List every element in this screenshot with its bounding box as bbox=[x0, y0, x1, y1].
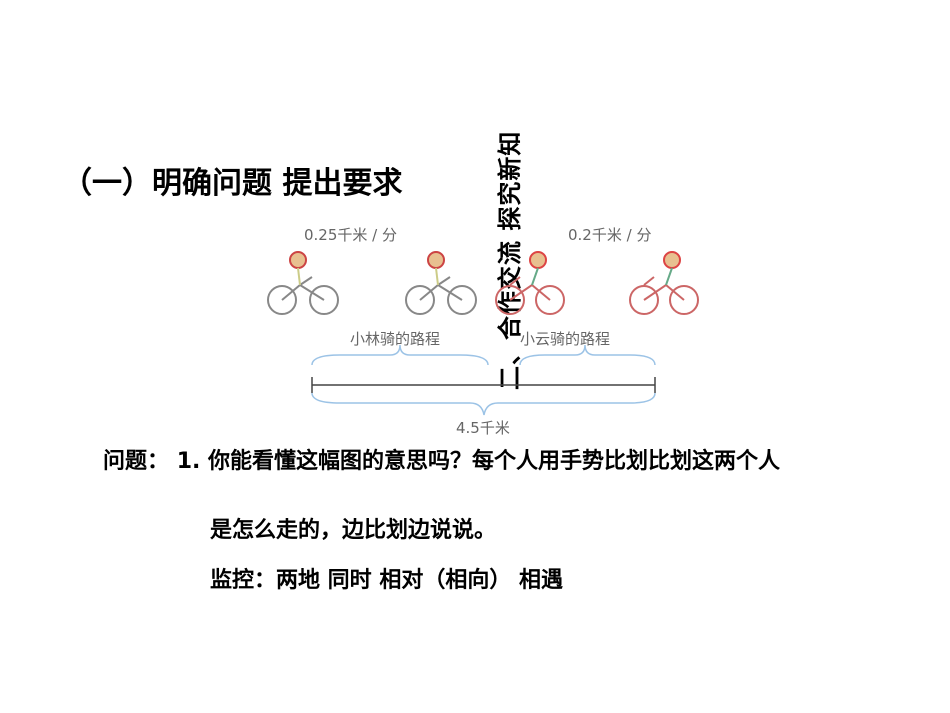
cyclist-icon bbox=[405, 251, 477, 315]
question-1-continuation: 是怎么走的，边比划边说说。 bbox=[210, 518, 497, 543]
total-distance-label: 4.5千米 bbox=[456, 419, 510, 437]
meeting-problem-diagram: 0.25千米 / 分 0.2千米 / 分 小林骑的路程 小云骑的路程 4.5千米 bbox=[260, 215, 700, 445]
question-1-text: 1. 你能看懂这幅图的意思吗？每个人用手势比划比划这两个人 bbox=[176, 449, 781, 474]
brace-left-top bbox=[311, 344, 489, 366]
brace-right-top bbox=[519, 344, 656, 366]
route-label-right: 小云骑的路程 bbox=[520, 330, 611, 348]
cyclist-icon bbox=[495, 251, 565, 315]
monitor-keywords: 监控：两地 同时 相对（相向） 相遇 bbox=[210, 568, 563, 593]
question-1: 问题： 1. 你能看懂这幅图的意思吗？每个人用手势比划比划这两个人 bbox=[103, 444, 903, 480]
cyclist-icon bbox=[629, 251, 699, 315]
page-heading: （一）明确问题 提出要求 bbox=[62, 166, 403, 201]
diagram-graphics bbox=[267, 251, 699, 416]
cyclist-icon bbox=[267, 251, 339, 315]
route-label-left: 小林骑的路程 bbox=[350, 330, 441, 348]
speed-label-left: 0.25千米 / 分 bbox=[304, 226, 397, 244]
question-prefix: 问题： bbox=[103, 449, 170, 474]
speed-label-right: 0.2千米 / 分 bbox=[568, 226, 652, 244]
brace-total bbox=[311, 392, 656, 416]
